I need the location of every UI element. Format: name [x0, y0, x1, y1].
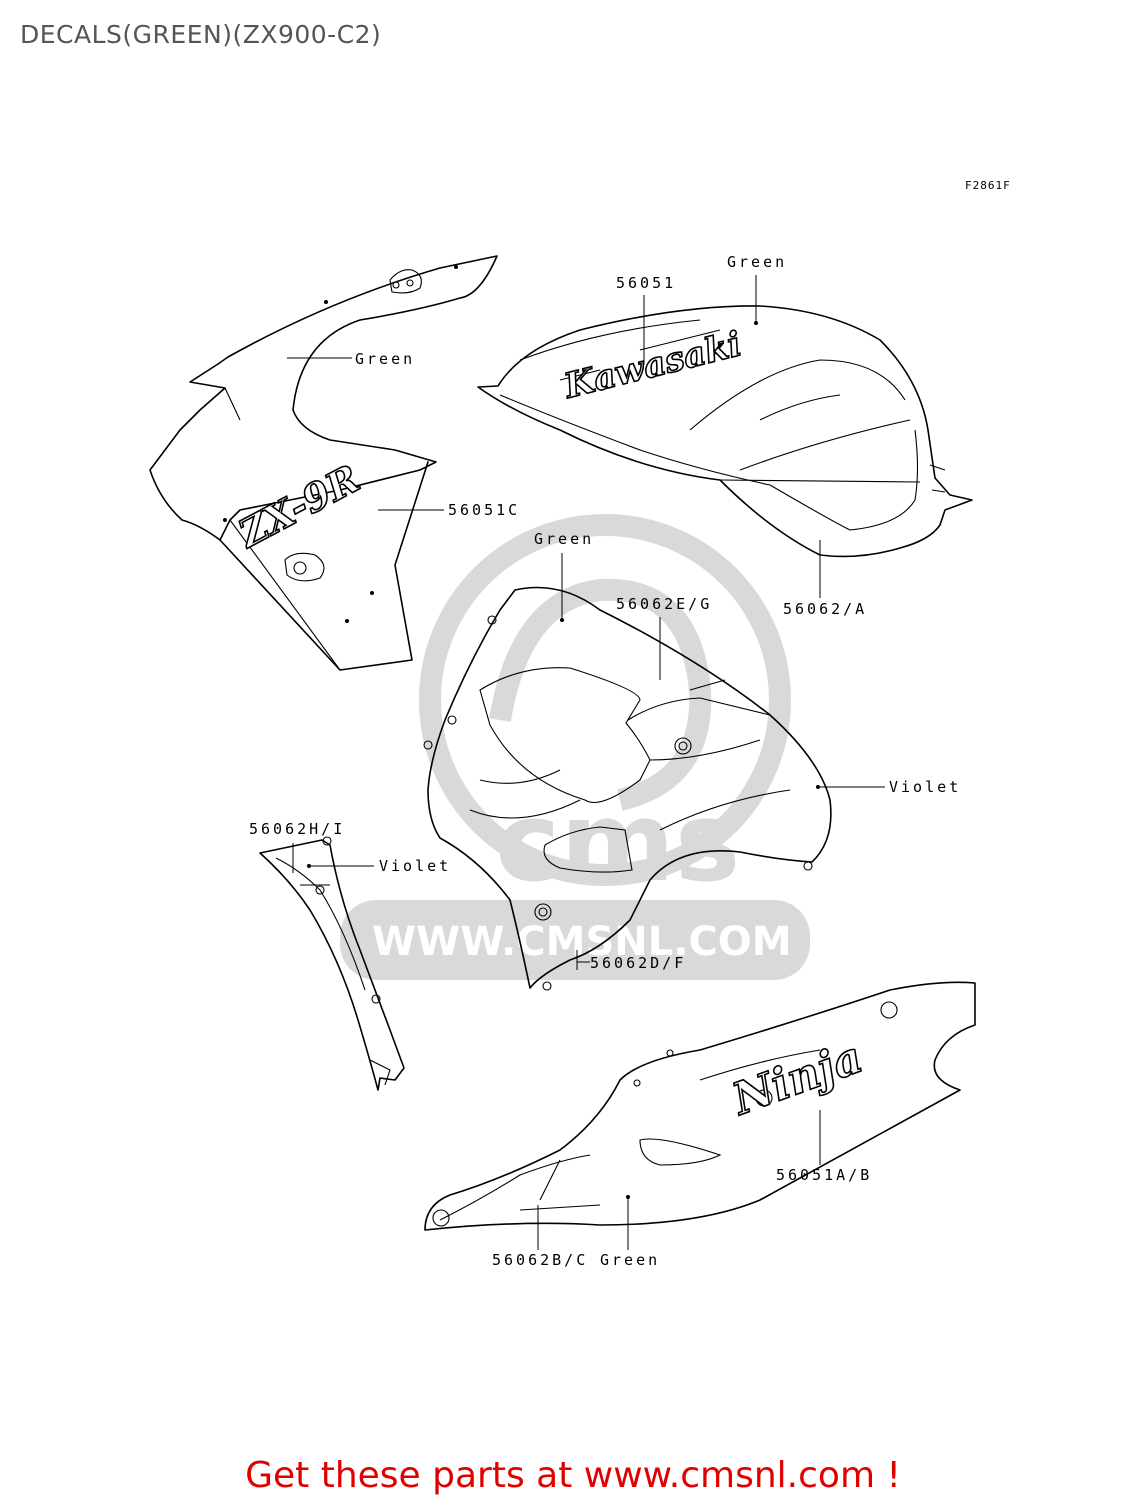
- cmsnl-watermark: cms WWW.CMSNL.COM: [340, 514, 810, 980]
- footer-cta-link[interactable]: Get these parts at www.cmsnl.com !: [245, 1455, 901, 1496]
- inner-panel: [259, 836, 405, 1091]
- callout-56062a: 56062/A: [783, 600, 867, 618]
- tail-cowl: Ninja: [424, 981, 976, 1231]
- callout-56062hi: 56062H/I: [249, 820, 345, 838]
- callout-green-upper-cowl: Green: [355, 350, 415, 368]
- callout-green-tank: Green: [727, 253, 787, 271]
- callout-green-side-cowl: Green: [534, 530, 594, 548]
- callout-56051: 56051: [616, 274, 676, 292]
- side-cowl: [423, 586, 832, 991]
- callout-violet-inner-panel: Violet: [379, 857, 451, 875]
- decal-kawasaki: Kawasaki: [560, 324, 746, 407]
- callout-56062df: 56062D/F: [590, 954, 686, 972]
- figure-id: F2861F: [965, 179, 1011, 192]
- callout-56051ab: 56051A/B: [776, 1166, 872, 1184]
- leader-lines: [287, 275, 885, 1250]
- callout-56051c: 56051C: [448, 501, 520, 519]
- fuel-tank: Kawasaki: [477, 305, 973, 558]
- callout-violet-side-cowl: Violet: [889, 778, 961, 796]
- callout-56062eg: 56062E/G: [616, 595, 712, 613]
- callout-green-tail: Green: [600, 1251, 660, 1269]
- callout-56062bc: 56062B/C: [492, 1251, 588, 1269]
- decal-ninja: Ninja: [724, 1032, 869, 1126]
- page-title: DECALS(GREEN)(ZX900-C2): [20, 20, 382, 49]
- watermark-url: WWW.CMSNL.COM: [372, 919, 792, 965]
- decal-zx9r: ZX-9R: [229, 455, 366, 557]
- callout-labels: Green 56051C Green 56051 56062/A Green 5…: [249, 253, 961, 1269]
- watermark-letters: cms: [495, 778, 740, 906]
